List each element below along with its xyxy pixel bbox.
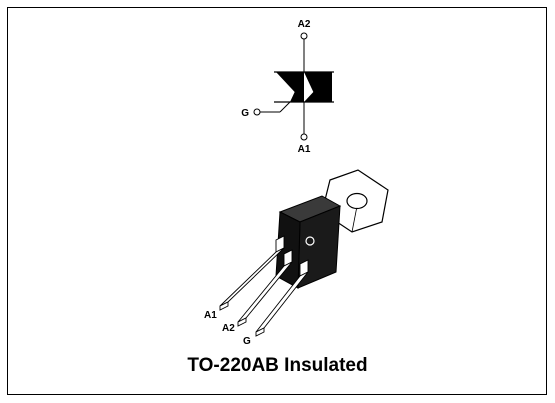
- package-caption: TO-220AB Insulated: [187, 355, 368, 376]
- lead-label-a2: A2: [222, 323, 235, 334]
- triac-right-triangle: [304, 72, 332, 102]
- to220-package: A1 A2 G: [204, 169, 389, 347]
- lead-g: [255, 259, 309, 337]
- lead-a1: [219, 235, 285, 311]
- pin-label-g: G: [241, 108, 249, 119]
- lead-label-a1: A1: [204, 310, 217, 321]
- gate-diagonal: [279, 101, 291, 113]
- terminal-a2-dot: [300, 32, 308, 40]
- lead-label-g: G: [243, 336, 251, 347]
- terminal-a1-dot: [300, 133, 308, 141]
- body-marking-dot: [305, 236, 315, 246]
- pin-label-a2: A2: [298, 19, 311, 30]
- lead-a2: [237, 249, 293, 327]
- tab-mounting-hole: [346, 192, 368, 210]
- terminal-g-dot: [253, 108, 261, 116]
- triac-left-fill: [290, 72, 304, 102]
- pin-label-a1: A1: [298, 144, 311, 155]
- triac-symbol: A2 A1 G: [241, 19, 334, 155]
